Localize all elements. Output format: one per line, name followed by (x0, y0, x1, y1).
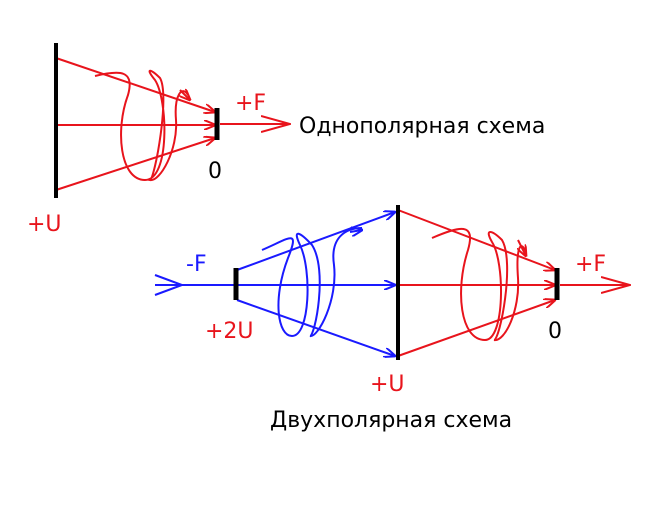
red-field-line-upper (397, 209, 555, 270)
blue-field-line-lower (236, 299, 395, 356)
field-line-lower (55, 138, 215, 191)
unipolar-scheme: +F 0 +U Однополярная схема (27, 43, 545, 237)
bipolar-plus-u-label: +U (370, 372, 405, 397)
field-line-upper (55, 57, 215, 112)
bipolar-plus-2u-label: +2U (205, 319, 254, 344)
bipolar-input-arrowhead (154, 274, 185, 296)
bipolar-blue-field-lines (236, 212, 395, 356)
unipolar-zero-label: 0 (208, 159, 222, 184)
spiral-arrow (180, 90, 190, 100)
bipolar-red-spiral-trajectory (431, 227, 527, 342)
unipolar-spiral-trajectory (94, 69, 189, 182)
bipolar-scheme: -F +2U +U +F 0 Двухполярная схема (154, 205, 630, 433)
red-field-line-lower (397, 300, 555, 357)
unipolar-plus-f-label: +F (235, 91, 266, 116)
blue-spiral-arrow (349, 230, 362, 232)
bipolar-blue-spiral-trajectory (261, 227, 363, 338)
bipolar-red-field-lines (397, 209, 555, 357)
unipolar-field-lines (55, 57, 215, 191)
red-spiral-arrow (518, 239, 526, 256)
bipolar-zero-label: 0 (548, 319, 562, 344)
bipolar-caption: Двухполярная схема (270, 408, 512, 433)
unipolar-plus-u-label: +U (27, 212, 62, 237)
blue-field-line-upper (236, 212, 395, 271)
bipolar-minus-f-label: -F (186, 252, 207, 277)
unipolar-caption: Однополярная схема (299, 114, 545, 139)
bipolar-plus-f-label: +F (575, 252, 606, 277)
